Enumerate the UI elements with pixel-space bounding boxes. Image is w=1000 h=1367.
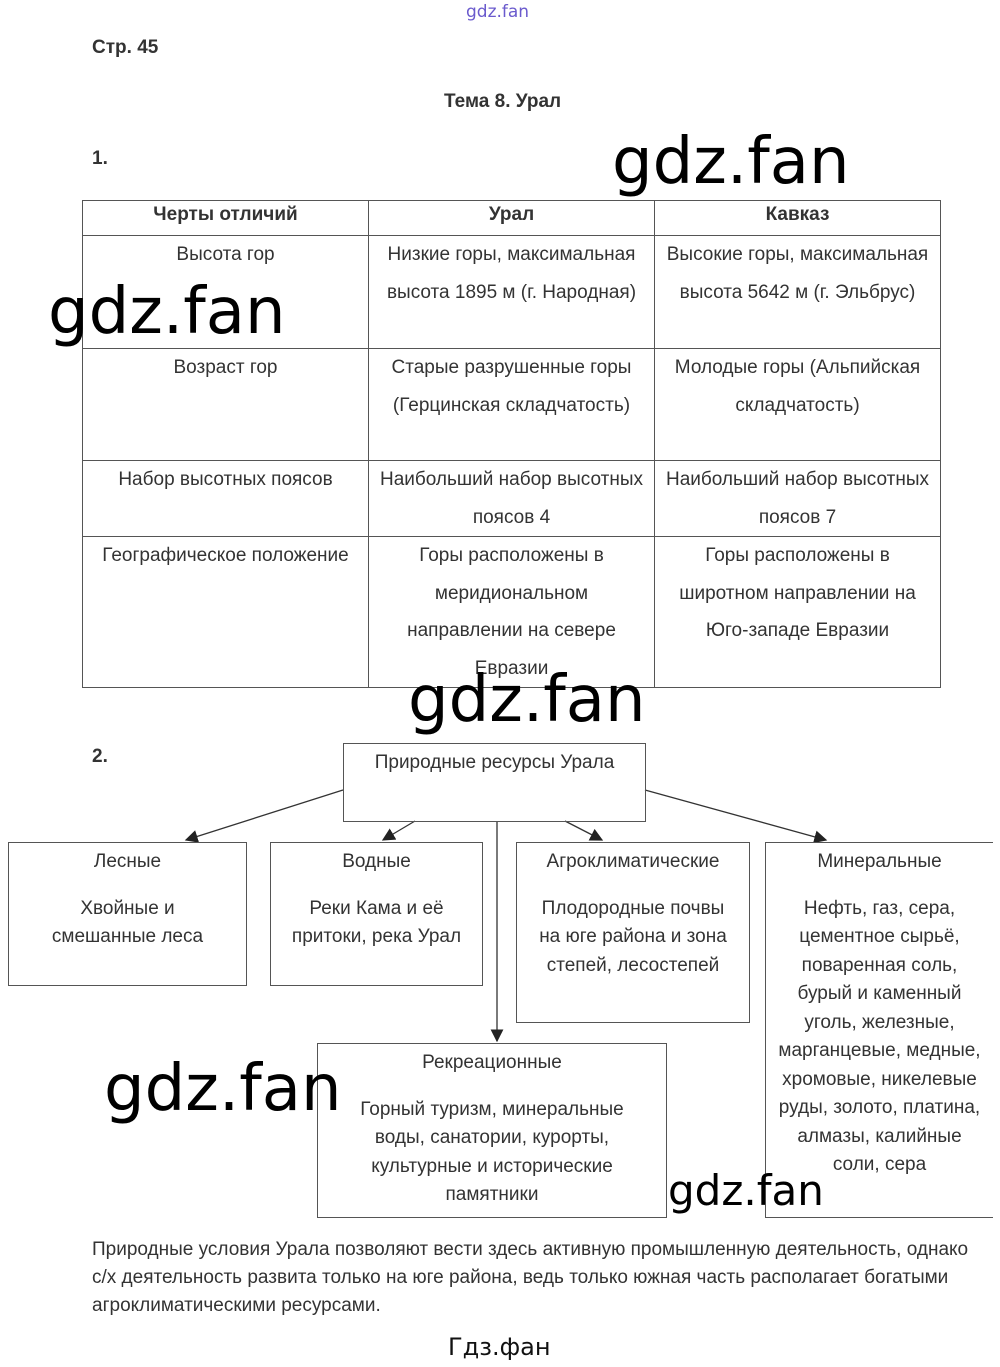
table-row: Географическое положение Горы расположен…: [82, 536, 941, 688]
table-row: Набор высотных поясов Наибольший набор в…: [82, 460, 941, 537]
table-cell: Горы расположены в широтном направлении …: [654, 536, 941, 688]
watermark: gdz.fan: [48, 275, 286, 349]
table-cell: Наибольший набор высотных поясов 7: [654, 460, 941, 537]
topic-title: Тема 8. Урал: [444, 91, 562, 112]
node-title: Водные: [342, 851, 411, 872]
node-forest: Лесные Хвойные и смешанные леса: [8, 842, 247, 986]
header-cell: Кавказ: [654, 200, 941, 236]
node-body: Плодородные почвы на юге района и зона с…: [539, 897, 727, 976]
node-body: Хвойные и смешанные леса: [51, 897, 204, 948]
comparison-table: Черты отличий Урал Кавказ Высота гор Низ…: [82, 200, 941, 688]
table-row: Высота гор Низкие горы, максимальная выс…: [82, 235, 941, 349]
conclusion-text: Природные условия Урала позволяют вести …: [92, 1239, 969, 1316]
table-row: Возраст гор Старые разрушенные горы (Гер…: [82, 348, 941, 461]
table-cell: Старые разрушенные горы (Герцинская скла…: [368, 348, 655, 461]
arrow-mineral: [644, 789, 828, 844]
table-cell: Горы расположены в меридиональном направ…: [368, 536, 655, 688]
node-title: Агроклиматические: [546, 851, 720, 872]
watermark-small: gdz.fan: [466, 2, 530, 22]
node-body: Реки Кама и её притоки, река Урал: [291, 897, 462, 948]
table-cell: Наибольший набор высотных поясов 4: [368, 460, 655, 537]
root-node-title: Природные ресурсы Урала: [374, 752, 615, 773]
root-node: Природные ресурсы Урала: [343, 743, 646, 822]
table-cell: Высокие горы, максимальная высота 5642 м…: [654, 235, 941, 349]
task-2-label: 2.: [92, 746, 108, 767]
task-1-label: 1.: [92, 148, 108, 169]
page-label: Стр. 45: [92, 37, 159, 58]
node-water: Водные Реки Кама и её притоки, река Урал: [270, 842, 483, 986]
node-title: Рекреационные: [422, 1052, 562, 1073]
footer-watermark: Гдз.фан: [448, 1333, 551, 1361]
node-body: Нефть, газ, сера, цементное сырьё, повар…: [778, 897, 981, 1176]
watermark: gdz.fan: [408, 663, 646, 737]
watermark: gdz.fan: [612, 125, 850, 199]
node-title: Лесные: [93, 851, 162, 872]
arrow-agro: [564, 820, 604, 841]
watermark: gdz.fan: [104, 1052, 342, 1126]
watermark: gdz.fan: [668, 1166, 824, 1215]
arrow-water: [381, 820, 416, 841]
header-cell: Черты отличий: [82, 200, 369, 236]
node-body: Горный туризм, минеральные воды, санатор…: [360, 1098, 624, 1206]
node-mineral: Минеральные Нефть, газ, сера, цементное …: [765, 842, 993, 1218]
node-agro: Агроклиматические Плодородные почвы на ю…: [516, 842, 750, 1023]
table-cell: Низкие горы, максимальная высота 1895 м …: [368, 235, 655, 349]
table-cell: Молодые горы (Альпийская складчатость): [654, 348, 941, 461]
node-title: Минеральные: [817, 851, 942, 872]
table-cell: Географическое положение: [82, 536, 369, 688]
table-cell: Высота гор: [82, 235, 369, 349]
node-recreation: Рекреационные Горный туризм, минеральные…: [317, 1043, 667, 1218]
arrow-forest: [184, 789, 344, 843]
